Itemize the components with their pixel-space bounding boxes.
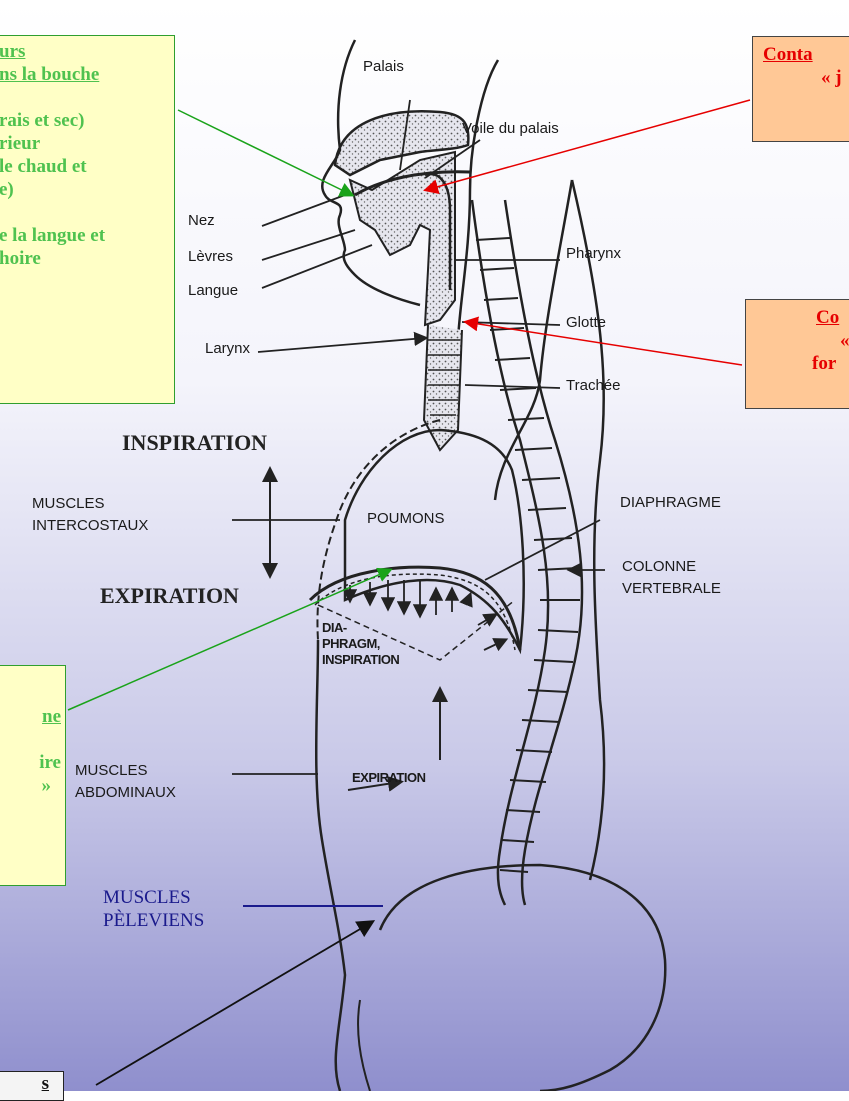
- spine: [472, 200, 582, 905]
- label-muscles-abdominaux: MUSCLES ABDOMINAUX: [75, 760, 176, 804]
- label-expiration: EXPIRATION: [100, 583, 239, 609]
- ribcage: [317, 420, 440, 640]
- label-muscles-intercostaux: MUSCLES INTERCOSTAUX: [32, 493, 148, 537]
- label-expiration-abdomen: EXPIRATION: [352, 770, 426, 786]
- label-larynx: Larynx: [205, 340, 250, 357]
- label-levres: Lèvres: [188, 248, 233, 265]
- label-diaphragm-inspiration: DIA- PHRAGM, INSPIRATION: [322, 620, 399, 668]
- label-poumons: POUMONS: [367, 510, 445, 527]
- annotation-box-pelvic: s: [0, 1071, 64, 1101]
- annotation-box-contact-palate: Conta « j: [752, 36, 849, 142]
- label-palais: Palais: [363, 58, 404, 75]
- label-langue: Langue: [188, 282, 238, 299]
- label-pharynx: Pharynx: [566, 245, 621, 262]
- annotation-box-mouth: urs ns la bouche rais et sec) rieur le c…: [0, 35, 175, 404]
- label-glotte: Glotte: [566, 314, 606, 331]
- annotation-box-diaphragm: ne ire »: [0, 665, 66, 886]
- lungs: [345, 430, 524, 650]
- label-nez: Nez: [188, 212, 215, 229]
- annotation-box-contact-glottis: Co « for: [745, 299, 849, 409]
- label-voile-du-palais: Voile du palais: [462, 120, 559, 137]
- label-trachee: Trachée: [566, 377, 620, 394]
- head-cavity: [335, 111, 470, 325]
- body-outline: [316, 640, 345, 1091]
- label-diaphragme: DIAPHRAGME: [620, 494, 721, 511]
- label-inspiration: INSPIRATION: [122, 430, 267, 456]
- label-muscles-pelviens: MUSCLES PÈLEVIENS: [103, 886, 204, 932]
- label-colonne-vertebrale: COLONNE VERTEBRALE: [622, 556, 721, 600]
